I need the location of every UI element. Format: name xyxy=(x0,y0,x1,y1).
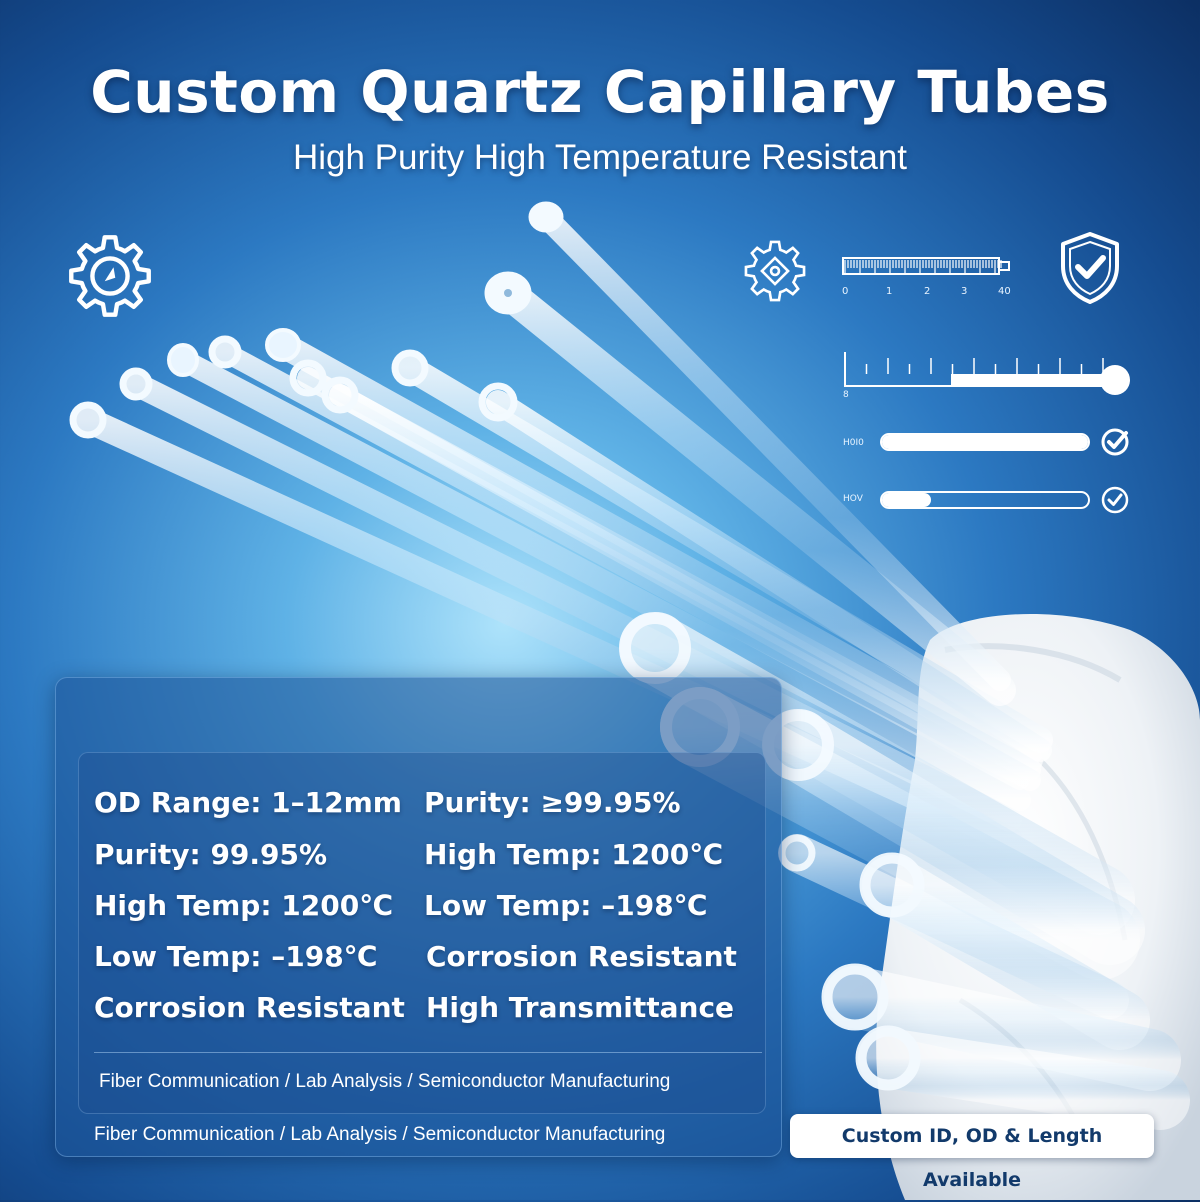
check-circle-icon xyxy=(1101,428,1129,456)
spec-right-corrosion: Corrosion Resistant xyxy=(426,940,737,973)
gear-chip-icon xyxy=(744,240,806,302)
progress-bar-2-fill xyxy=(882,493,932,507)
progress-bar-2 xyxy=(880,491,1090,509)
spec-left-high-temp: High Temp: 1200℃ xyxy=(94,889,394,922)
progress-bar-1-fill xyxy=(882,435,1088,449)
panel-divider xyxy=(94,1052,762,1053)
specs-inner-panel xyxy=(78,752,766,1114)
ruler-label: 1 xyxy=(886,286,893,297)
ruler-label: 3 xyxy=(961,286,968,297)
specs-panel xyxy=(55,677,782,1157)
applications-outer: Fiber Communication / Lab Analysis / Sem… xyxy=(94,1124,666,1145)
shield-check-icon xyxy=(1061,232,1119,304)
spec-right-purity: Purity: ≥99.95% xyxy=(424,786,681,819)
ruler-label: 40 xyxy=(998,286,1011,297)
ruler-label: 2 xyxy=(924,286,931,297)
bar-label-2: HOV xyxy=(843,494,863,504)
ruler-icon: 0 1 2 3 40 xyxy=(842,252,1020,302)
spec-left-corrosion: Corrosion Resistant xyxy=(94,991,405,1024)
slider-label: 8 xyxy=(843,390,849,400)
spec-right-transmittance: High Transmittance xyxy=(426,991,735,1024)
spec-right-high-temp: High Temp: 1200℃ xyxy=(424,838,724,871)
applications-inner: Fiber Communication / Lab Analysis / Sem… xyxy=(99,1071,671,1092)
spec-right-low-temp: Low Temp: –198℃ xyxy=(424,889,708,922)
ruler-label: 0 xyxy=(842,286,849,297)
temperature-slider: 8 xyxy=(843,350,1133,400)
tube-ends-upper xyxy=(69,201,564,439)
page-subtitle: High Purity High Temperature Resistant xyxy=(292,138,908,177)
gear-icon xyxy=(69,235,151,317)
progress-bar-1 xyxy=(880,433,1090,451)
customization-badge: Custom ID, OD & Length Available xyxy=(790,1114,1154,1191)
bar-label-1: H0I0 xyxy=(843,438,864,448)
spec-left-purity: Purity: 99.95% xyxy=(94,838,328,871)
spec-left-low-temp: Low Temp: –198℃ xyxy=(94,940,378,973)
spec-left-od-range: OD Range: 1–12mm xyxy=(94,786,402,819)
check-circle-icon xyxy=(1101,486,1129,514)
page-title: Custom Quartz Capillary Tubes xyxy=(90,58,1110,126)
